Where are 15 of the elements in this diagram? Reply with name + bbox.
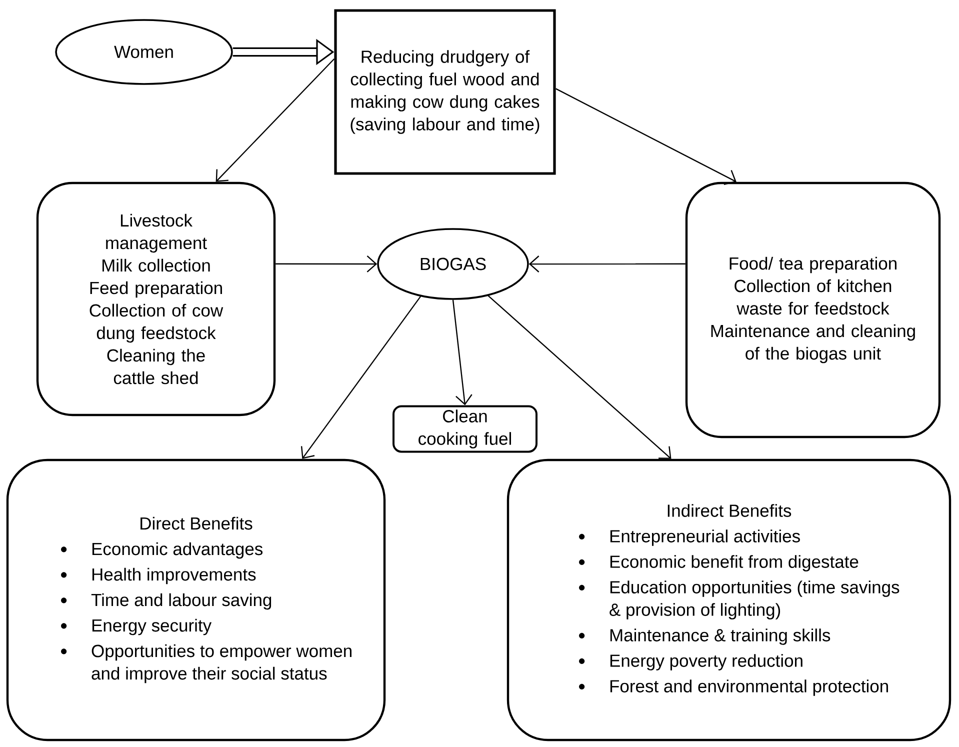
arrow bbox=[216, 58, 335, 182]
benefits-box: Direct Benefits Economic advantages Health improvements Time and labour saving Energy security Opportunities to empower women and improve their social status bbox=[6, 458, 386, 742]
arrow bbox=[452, 300, 472, 406]
benefits-box: Indirect Benefits Entrepreneurial activities Economic benefit from digestate Education opportunities (time savings & provision of lighting) Maintenance & training skills Energy poverty reduction Forest and environmental protection bbox=[506, 458, 952, 742]
oval-node: BIOGAS bbox=[377, 228, 529, 300]
arrow bbox=[556, 88, 736, 186]
oval-node: Women bbox=[55, 19, 233, 85]
arrow bbox=[528, 256, 686, 272]
rounded-box: Clean cooking fuel bbox=[392, 405, 538, 453]
arrow bbox=[300, 296, 422, 459]
rounded-box: Livestock management Milk collection Feed preparation Collection of cow dung feedstock Cleaning the cattle shed bbox=[36, 182, 276, 416]
arrow bbox=[488, 295, 672, 459]
arrow bbox=[276, 256, 378, 272]
rounded-box: Food/ tea preparation Collection of kitchen waste for feedstock Maintenance and cleaning of the biogas unit bbox=[685, 182, 941, 438]
process-box: Reducing drudgery of collecting fuel wood and making cow dung cakes (saving labour and time) bbox=[334, 9, 556, 175]
